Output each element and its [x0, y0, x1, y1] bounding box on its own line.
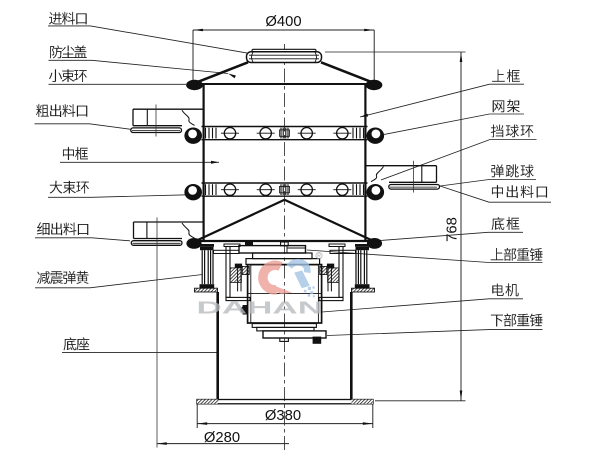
svg-text:Ø280: Ø280 [204, 430, 240, 446]
svg-text:Ø400: Ø400 [265, 14, 301, 30]
svg-text:Ø380: Ø380 [265, 408, 301, 424]
svg-text:DAHAN: DAHAN [197, 297, 324, 317]
svg-text:768: 768 [445, 217, 461, 242]
svg-text:R: R [317, 254, 321, 260]
